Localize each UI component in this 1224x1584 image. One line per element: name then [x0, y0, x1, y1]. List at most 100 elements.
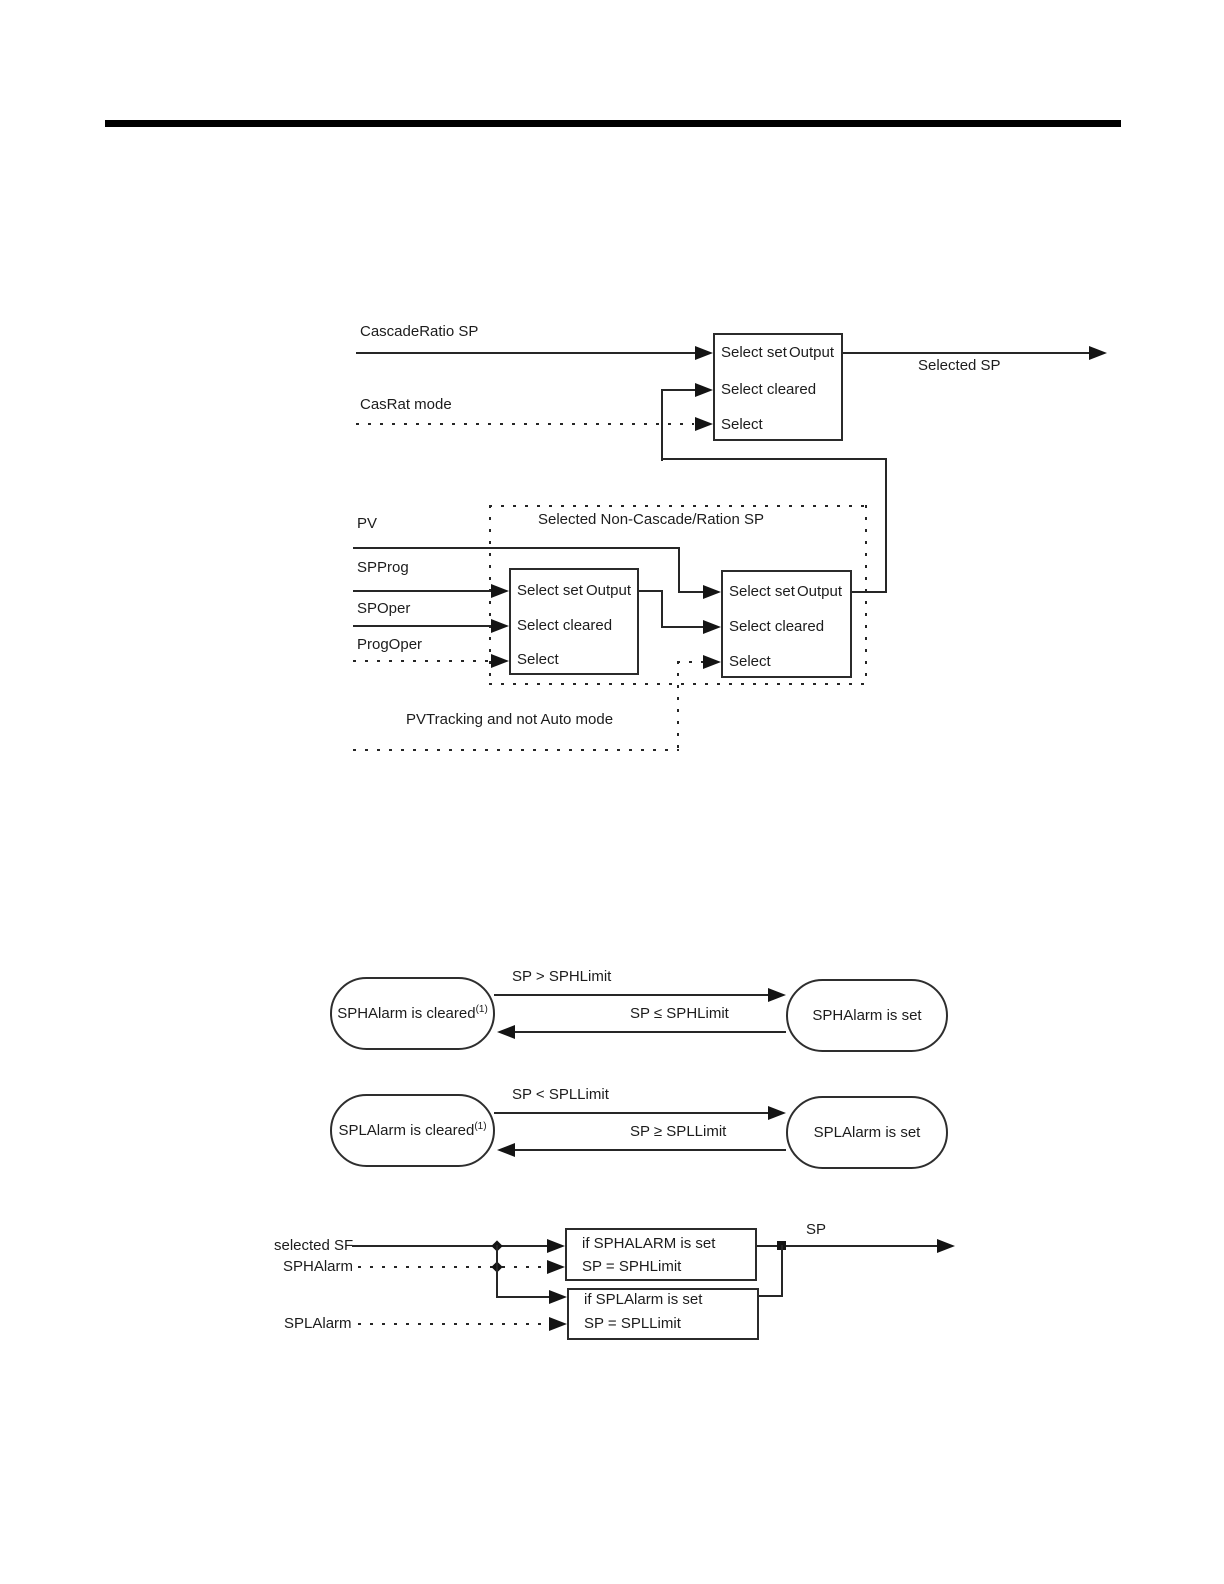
progoper-select-block — [509, 568, 639, 675]
select-set-label: Select set — [729, 583, 795, 600]
output-label: Output — [789, 344, 835, 361]
transition-condition-label: SP < SPLLimit — [512, 1086, 609, 1103]
branch-line — [496, 1245, 498, 1298]
cascade-select-block — [713, 333, 843, 441]
output-label: Output — [586, 582, 632, 599]
spl-limit-box — [567, 1288, 759, 1340]
pvtracking-select-block — [721, 570, 852, 678]
feedback-line — [661, 458, 887, 460]
transition-condition-label: SP ≥ SPLLimit — [630, 1123, 727, 1140]
noncascade-dotted-box-right — [865, 505, 867, 685]
branch-line — [496, 1296, 549, 1298]
selected-sp-output-line — [843, 352, 1089, 354]
sphalarm-cleared-state: SPHAlarm is cleared(1) — [330, 977, 495, 1050]
transition-line — [494, 994, 768, 996]
selected-sp-label: Selected SP — [918, 357, 1001, 374]
arrowhead — [695, 383, 713, 397]
arrowhead — [549, 1317, 567, 1331]
sp-output-label: SP — [806, 1221, 827, 1238]
transition-line — [515, 1031, 786, 1033]
spl-limit-action: SP = SPLLimit — [584, 1315, 681, 1332]
select-label: Select — [729, 653, 771, 670]
arrowhead — [768, 1106, 786, 1120]
arrowhead — [703, 655, 721, 669]
select-label: Select — [517, 651, 559, 668]
arrowhead — [937, 1239, 955, 1253]
feedback-line — [661, 389, 663, 461]
spl-box-output-line — [759, 1295, 783, 1297]
arrowhead — [703, 620, 721, 634]
noncascade-dotted-box-top — [489, 505, 867, 507]
select-cleared-label: Select cleared — [721, 381, 817, 398]
inner-connector-line — [639, 590, 663, 592]
pvtracking-dotted-line — [677, 661, 679, 751]
sphalarm-set-state: SPHAlarm is set — [786, 979, 948, 1052]
spl-limit-condition: if SPLAlarm is set — [584, 1291, 703, 1308]
sph-limit-box — [565, 1228, 757, 1281]
arrowhead — [547, 1239, 565, 1253]
select-cleared-label: Select cleared — [729, 618, 825, 635]
transition-condition-label: SP > SPHLimit — [512, 968, 612, 985]
arrowhead — [703, 585, 721, 599]
pv-label: PV — [357, 515, 378, 532]
pvtracking-label: PVTracking and not Auto mode — [406, 711, 614, 728]
spoper-label: SPOper — [357, 600, 411, 617]
arrowhead — [768, 988, 786, 1002]
select-set-label: Select set — [721, 344, 787, 361]
selected-sp-input-line — [352, 1245, 547, 1247]
select-set-label: Select set — [517, 582, 583, 599]
spprog-label: SPProg — [357, 559, 409, 576]
splalarm-dotted-line — [358, 1323, 549, 1325]
noncascade-dotted-box-left — [489, 505, 491, 685]
top-horizontal-rule — [105, 120, 1121, 127]
transition-line — [515, 1149, 786, 1151]
splalarm-input-label: SPLAlarm — [284, 1315, 352, 1332]
cascaderatio-sp-line — [356, 352, 696, 354]
progoper-dotted-line — [353, 660, 491, 662]
noncascade-output-line — [852, 591, 887, 593]
arrowhead — [491, 654, 509, 668]
pvtracking-dotted-line — [677, 661, 703, 663]
arrowhead — [695, 417, 713, 431]
arrowhead — [497, 1143, 515, 1157]
inner-connector-line — [661, 590, 663, 627]
sph-limit-condition: if SPHALARM is set — [582, 1235, 716, 1252]
pv-line — [678, 591, 703, 593]
arrowhead — [491, 584, 509, 598]
transition-line — [494, 1112, 768, 1114]
state-text: SPHAlarm is cleared(1) — [337, 1004, 488, 1023]
state-text: SPHAlarm is set — [812, 1007, 922, 1024]
state-text: SPLAlarm is cleared(1) — [338, 1121, 487, 1140]
casrat-mode-dotted-line — [356, 423, 694, 425]
select-cleared-label: Select cleared — [517, 617, 613, 634]
transition-condition-label: SP ≤ SPHLimit — [630, 1005, 729, 1022]
selected-sp-input-label: selected SF — [274, 1237, 354, 1254]
arrowhead — [497, 1025, 515, 1039]
sp-output-line — [757, 1245, 937, 1247]
splalarm-cleared-state: SPLAlarm is cleared(1) — [330, 1094, 495, 1167]
spl-box-output-line — [781, 1245, 783, 1296]
spoper-line — [353, 625, 491, 627]
arrowhead — [1089, 346, 1107, 360]
select-label: Select — [721, 416, 763, 433]
cascaderatio-sp-label: CascadeRatio SP — [360, 323, 479, 340]
output-label: Output — [797, 583, 843, 600]
arrowhead — [491, 619, 509, 633]
inner-connector-line — [661, 626, 703, 628]
pvtracking-dotted-line — [353, 749, 679, 751]
pv-line — [678, 547, 680, 593]
sph-limit-action: SP = SPHLimit — [582, 1258, 682, 1275]
footnote-marker: (1) — [474, 1121, 487, 1132]
arrowhead — [695, 346, 713, 360]
splalarm-set-state: SPLAlarm is set — [786, 1096, 948, 1169]
pv-line — [353, 547, 680, 549]
spprog-line — [353, 590, 491, 592]
feedback-line — [885, 458, 887, 593]
progoper-label: ProgOper — [357, 636, 423, 653]
casrat-mode-label: CasRat mode — [360, 396, 452, 413]
feedback-line — [661, 389, 695, 391]
arrowhead — [547, 1260, 565, 1274]
state-text: SPLAlarm is set — [813, 1124, 921, 1141]
sphalarm-input-label: SPHAlarm — [283, 1258, 354, 1275]
